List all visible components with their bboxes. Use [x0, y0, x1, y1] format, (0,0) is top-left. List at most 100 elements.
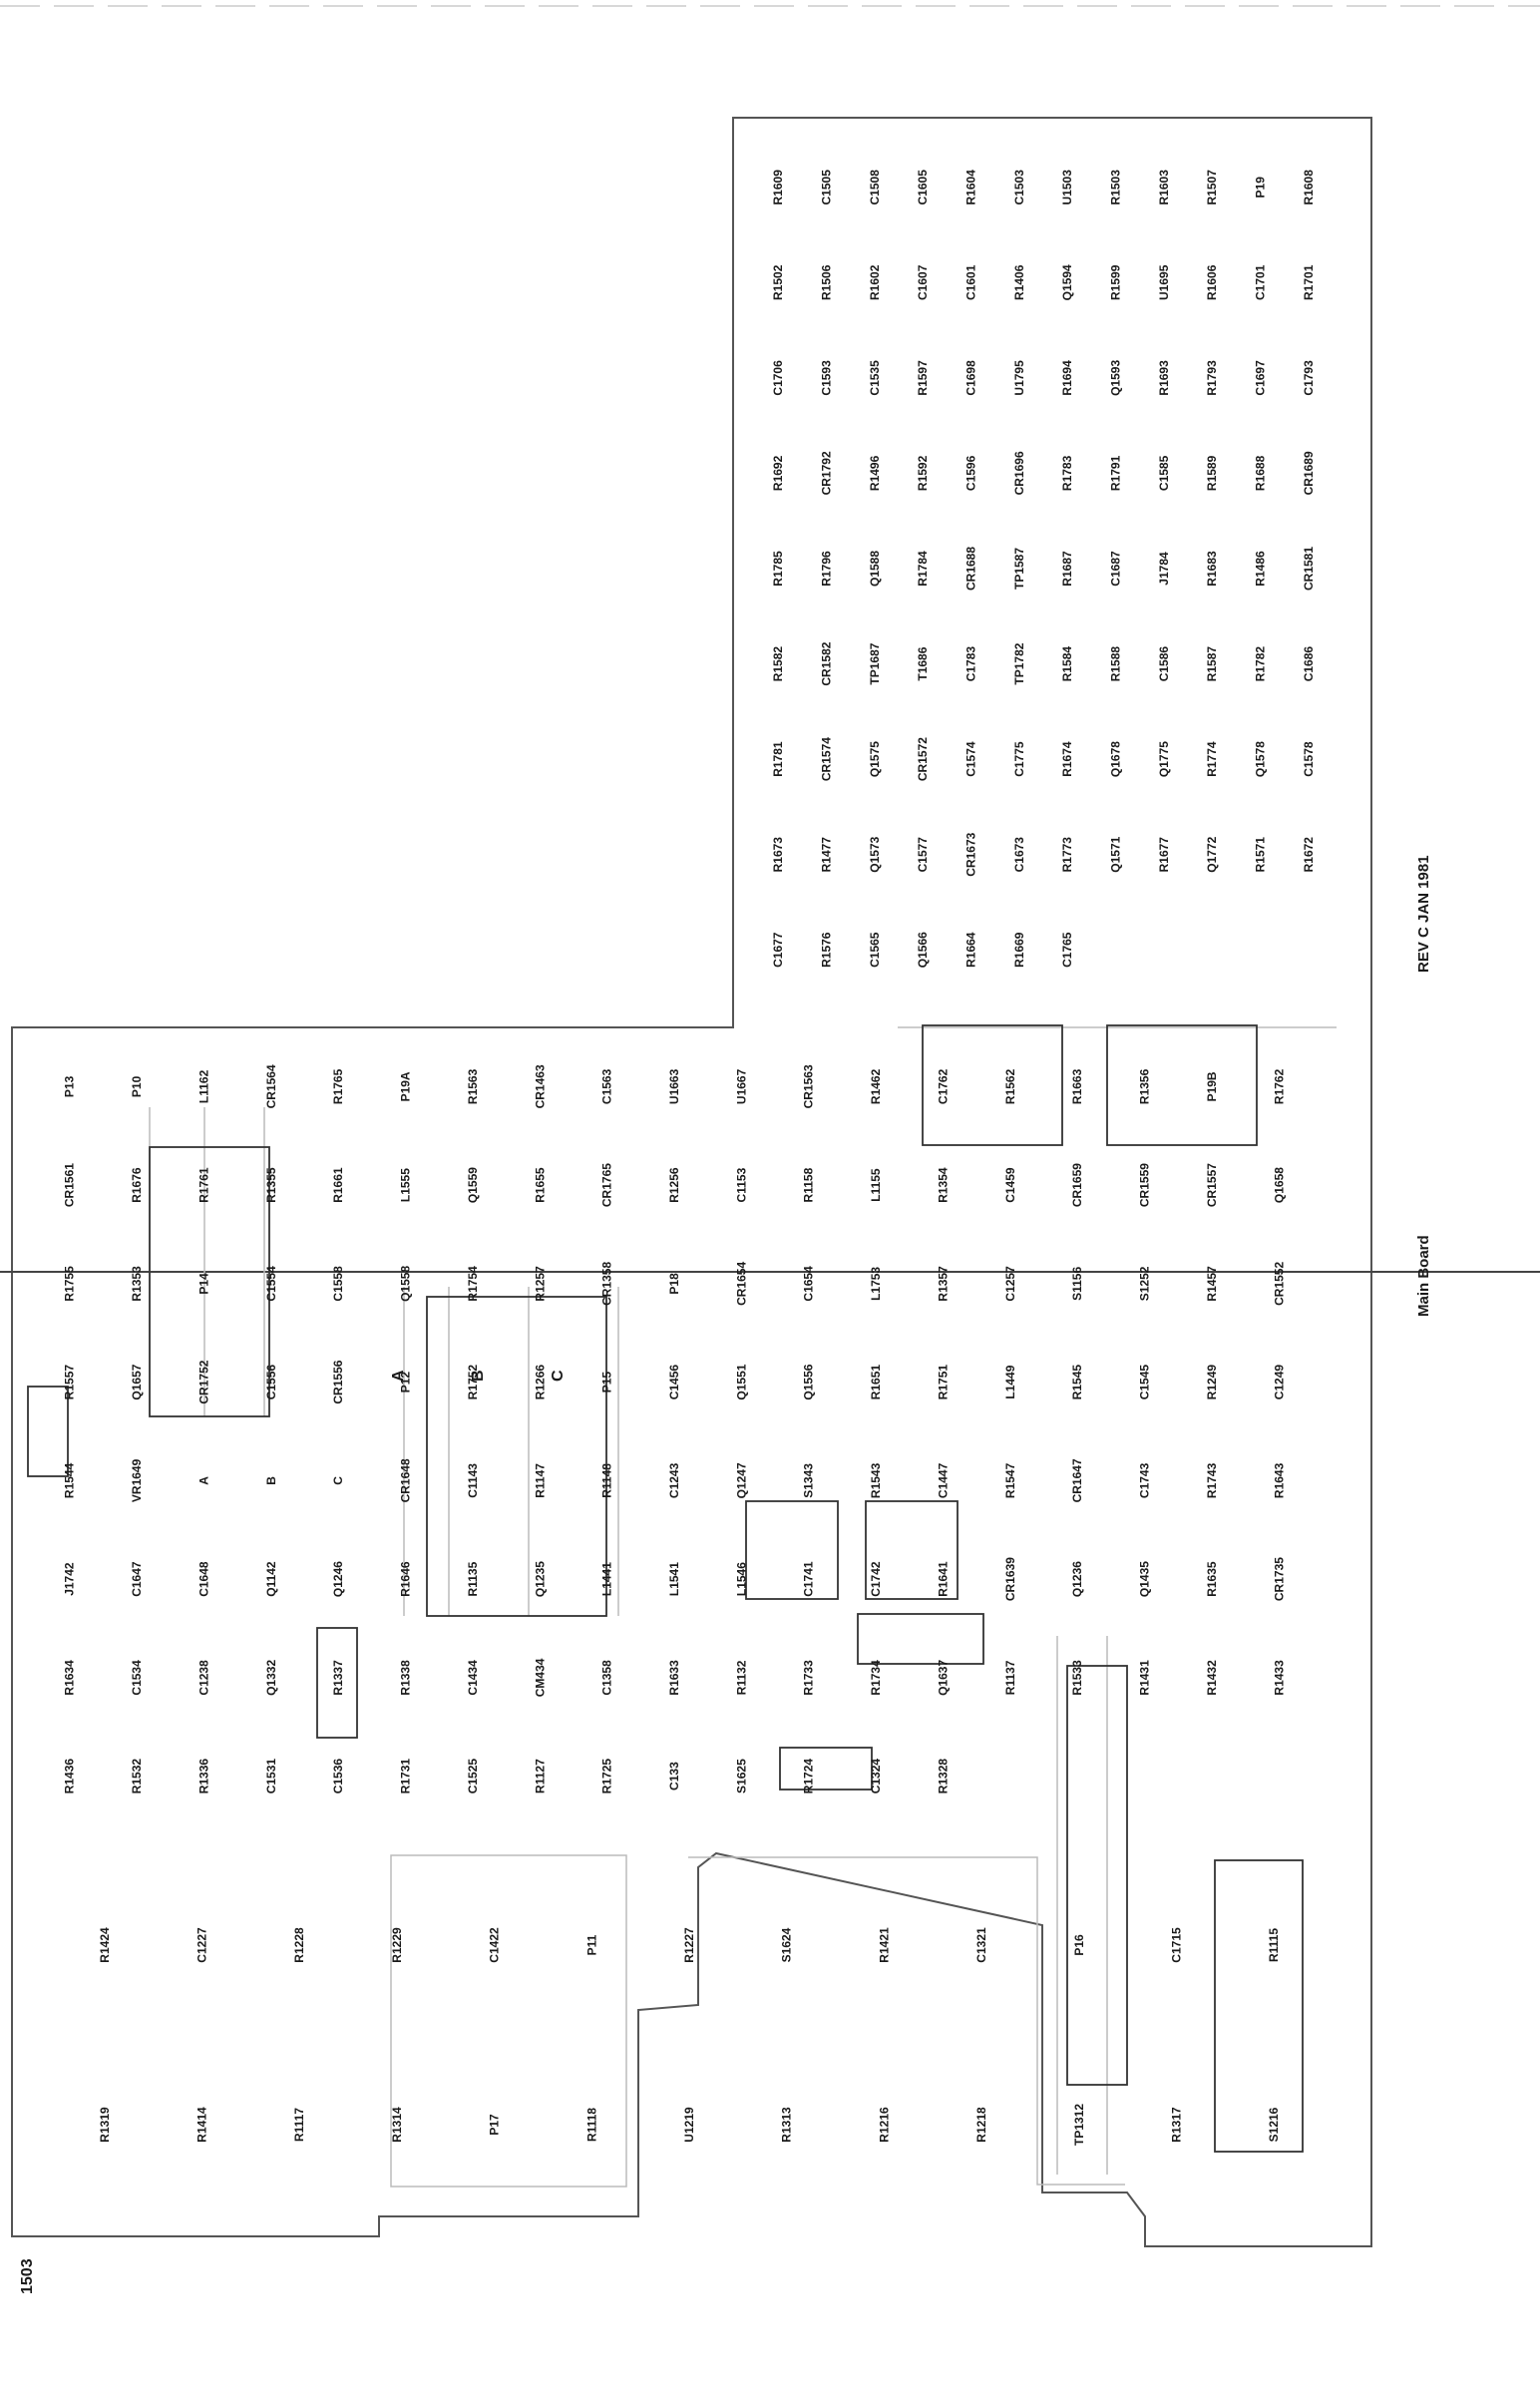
- component-label-r1664: R1664: [964, 932, 978, 968]
- component-label-cr1581: CR1581: [1302, 547, 1316, 591]
- component-label-c1577: C1577: [916, 837, 930, 873]
- component-label-r1609: R1609: [771, 170, 785, 205]
- component-label-c1607: C1607: [916, 264, 930, 300]
- component-label-r1317: R1317: [1170, 2107, 1184, 2143]
- component-label-q1332: Q1332: [264, 1660, 278, 1696]
- component-label-c1601: C1601: [964, 264, 978, 300]
- component-label-cr1563: CR1563: [802, 1064, 816, 1108]
- component-label-c1648: C1648: [196, 1561, 210, 1597]
- component-label-r1635: R1635: [1205, 1561, 1219, 1597]
- component-label-l1555: L1555: [399, 1168, 413, 1202]
- component-label-c1257: C1257: [1003, 1266, 1017, 1302]
- component-label-r1336: R1336: [196, 1759, 210, 1794]
- component-label-cm434: CM434: [533, 1658, 547, 1697]
- component-label-cr1574: CR1574: [820, 737, 834, 781]
- component-label-r1424: R1424: [98, 1927, 112, 1963]
- component-label-q1637: Q1637: [937, 1660, 951, 1696]
- component-label-cr1792: CR1792: [820, 451, 834, 495]
- component-label-r1227: R1227: [682, 1927, 696, 1963]
- component-label-p18: P18: [667, 1273, 681, 1295]
- component-label-r1414: R1414: [195, 2107, 209, 2143]
- component-label-r1576: R1576: [820, 932, 834, 968]
- component-label-p15: P15: [600, 1372, 614, 1394]
- lower-shield-outline: [390, 1854, 627, 2188]
- component-label-cr1647: CR1647: [1070, 1458, 1084, 1502]
- component-label-c1249: C1249: [1272, 1365, 1286, 1400]
- component-label-p10: P10: [130, 1075, 144, 1097]
- switch-section-c: C: [550, 1370, 567, 1382]
- component-label-r1462: R1462: [869, 1068, 883, 1104]
- component-label-tp1782: TP1782: [1012, 642, 1026, 684]
- component-label-r1793: R1793: [1205, 360, 1219, 396]
- component-label-c1715: C1715: [1170, 1927, 1184, 1963]
- component-label-cr1561: CR1561: [63, 1163, 77, 1207]
- component-label-tp1587: TP1587: [1012, 548, 1026, 590]
- component-label-q1658: Q1658: [1272, 1167, 1286, 1203]
- board-outline: [11, 117, 1372, 2247]
- component-label-r1755: R1755: [63, 1266, 77, 1302]
- component-label-r1543: R1543: [869, 1462, 883, 1498]
- component-label-r1117: R1117: [292, 2108, 306, 2142]
- component-label-c1743: C1743: [1138, 1462, 1152, 1498]
- component-label-c1358: C1358: [600, 1660, 614, 1696]
- component-label-l1449: L1449: [1003, 1365, 1017, 1398]
- component-label-r1266: R1266: [533, 1365, 547, 1400]
- component-label-r1733: R1733: [802, 1660, 816, 1696]
- component-label-r1606: R1606: [1205, 264, 1219, 300]
- component-label-r1355: R1355: [264, 1167, 278, 1203]
- component-label-r1701: R1701: [1302, 264, 1316, 300]
- inductor-l1546: [865, 1500, 959, 1600]
- component-label-cr1639: CR1639: [1003, 1557, 1017, 1601]
- component-label-c1783: C1783: [964, 646, 978, 682]
- component-label-r1761: R1761: [196, 1167, 210, 1203]
- component-label-r1589: R1589: [1205, 455, 1219, 491]
- component-label-c1558: C1558: [331, 1266, 345, 1302]
- component-label-t1686: T1686: [916, 646, 930, 680]
- component-label-cr1358: CR1358: [600, 1262, 614, 1306]
- component-label-l1541: L1541: [667, 1562, 681, 1596]
- component-label-cr1752: CR1752: [196, 1360, 210, 1403]
- component-label-cr1688: CR1688: [964, 547, 978, 591]
- component-label-c1677: C1677: [771, 932, 785, 968]
- component-label-r1158: R1158: [802, 1167, 816, 1202]
- component-label-c1706: C1706: [771, 360, 785, 396]
- component-label-r1677: R1677: [1157, 837, 1171, 873]
- component-label-r1597: R1597: [916, 360, 930, 396]
- component-label-c1535: C1535: [868, 360, 882, 396]
- component-label-r1669: R1669: [1012, 932, 1026, 968]
- component-label-r1256: R1256: [667, 1167, 681, 1203]
- switch-s1625: [1066, 1665, 1128, 2086]
- component-label-r1781: R1781: [771, 741, 785, 777]
- component-label-r1676: R1676: [130, 1167, 144, 1203]
- component-label-c1321: C1321: [974, 1927, 988, 1963]
- component-label-l1155: L1155: [869, 1168, 883, 1202]
- component-label-c1578: C1578: [1302, 741, 1316, 777]
- component-label-r1687: R1687: [1060, 551, 1074, 587]
- component-label-r1608: R1608: [1302, 170, 1316, 205]
- component-label-c1456: C1456: [667, 1365, 681, 1400]
- component-label-j1742: J1742: [63, 1562, 77, 1596]
- component-label-r1557: R1557: [63, 1365, 77, 1400]
- component-label-r1135: R1135: [466, 1561, 480, 1596]
- component-label-r1216: R1216: [877, 2107, 891, 2143]
- component-label-cr1564: CR1564: [264, 1064, 278, 1108]
- component-label-r1486: R1486: [1254, 551, 1268, 587]
- component-label-r1592: R1592: [916, 455, 930, 491]
- component-label-c1565: C1565: [868, 932, 882, 968]
- component-label-s1624: S1624: [780, 1927, 794, 1962]
- component-label-r1127: R1127: [533, 1759, 547, 1794]
- component-label-r1249: R1249: [1205, 1365, 1219, 1400]
- component-label-r1784: R1784: [916, 551, 930, 587]
- component-label-q1247: Q1247: [734, 1462, 748, 1498]
- component-label-r1774: R1774: [1205, 741, 1219, 777]
- component-label-r1651: R1651: [869, 1365, 883, 1400]
- component-label-r1319: R1319: [98, 2107, 112, 2143]
- component-label-c1698: C1698: [964, 360, 978, 396]
- component-label-r1663: R1663: [1070, 1068, 1084, 1104]
- component-label-cr1572: CR1572: [916, 737, 930, 781]
- component-label-r1582: R1582: [771, 646, 785, 682]
- component-label-r1354: R1354: [937, 1167, 951, 1203]
- capacitor-c1715: [1214, 1859, 1304, 2153]
- component-label-q1571: Q1571: [1109, 836, 1123, 872]
